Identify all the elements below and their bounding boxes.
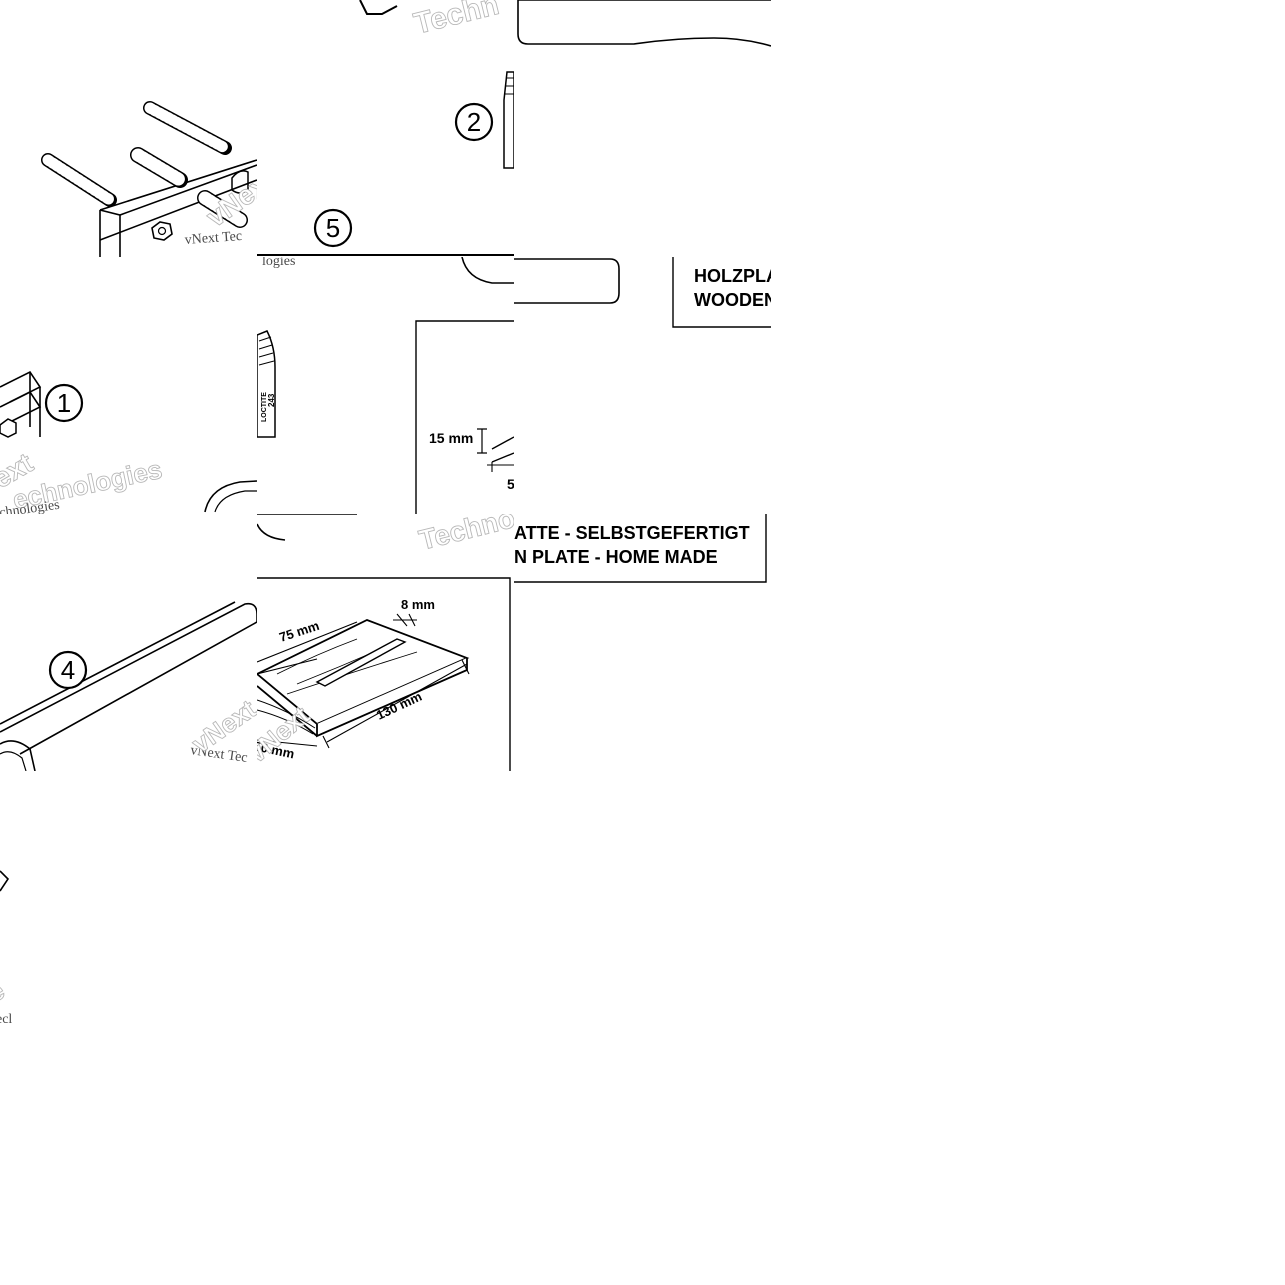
tile-dimension-thickness: logies LOCTITE 243 15 mm 5 <box>257 257 514 514</box>
threaded-rod-icon <box>41 153 117 207</box>
callout-marker: 1 <box>44 383 84 423</box>
tile-wooden-plate-drawing: Technol 75 mm 8 mm 130 mm 50 mm vNext <box>257 514 514 771</box>
watermark-fragment: ecl <box>0 1012 12 1027</box>
tile-bottom-fragment: e ecl <box>0 771 257 1028</box>
tile-title-right: ATTE - SELBSTGEFERTIGT N PLATE - HOME MA… <box>514 514 771 771</box>
loctite-bottle-icon: LOCTITE 243 <box>257 330 276 438</box>
dimension-label: 75 mm <box>277 618 321 645</box>
callout-number: 2 <box>467 107 481 137</box>
threaded-rod-icon <box>143 101 232 155</box>
title-text: WOODEN <box>694 290 771 310</box>
tile-title-box-top <box>514 0 771 257</box>
dimension-label: 8 mm <box>401 597 435 612</box>
tile-threaded-rods: vNext Tec vNext <box>0 0 257 257</box>
wooden-plate-icon <box>257 619 470 738</box>
callout-marker: 4 <box>48 650 88 690</box>
tile-callout-two-overlay: Techn 2 5 <box>257 0 514 257</box>
loctite-number: 243 <box>267 393 276 407</box>
title-text: HOLZPLA <box>694 266 771 286</box>
tile-title-left: HOLZPLA WOODEN <box>514 257 771 514</box>
hex-nut-icon <box>151 221 173 241</box>
watermark-fragment: vNext Tec <box>184 229 242 248</box>
threaded-rod-icon <box>130 147 188 188</box>
tile-callout-four: 4 vNext Tec vNext <box>0 514 257 771</box>
callout-number: 5 <box>326 213 340 243</box>
watermark-fragment: e <box>0 975 10 1008</box>
tile-callout-one: 1 ext echnologies chnologies <box>0 257 257 514</box>
dimension-label: 50 mm <box>257 738 296 761</box>
hex-nut-icon <box>0 418 17 438</box>
dimension-label: 5 <box>507 476 514 492</box>
callout-number: 1 <box>57 388 71 418</box>
callout-marker: 5 <box>313 208 353 248</box>
watermark-fragment: Techn <box>411 0 503 41</box>
callout-number: 4 <box>61 655 75 685</box>
watermark-fragment: Technol <box>416 514 514 556</box>
title-text: ATTE - SELBSTGEFERTIGT <box>514 523 750 543</box>
loctite-label: LOCTITE <box>261 392 268 422</box>
loctite-bottle-icon <box>503 71 514 169</box>
watermark-fragment: logies <box>262 257 295 269</box>
dimension-label: 15 mm <box>429 430 473 446</box>
threaded-rod-icon <box>197 190 248 228</box>
title-text: N PLATE - HOME MADE <box>514 547 718 567</box>
callout-marker: 2 <box>454 102 494 142</box>
